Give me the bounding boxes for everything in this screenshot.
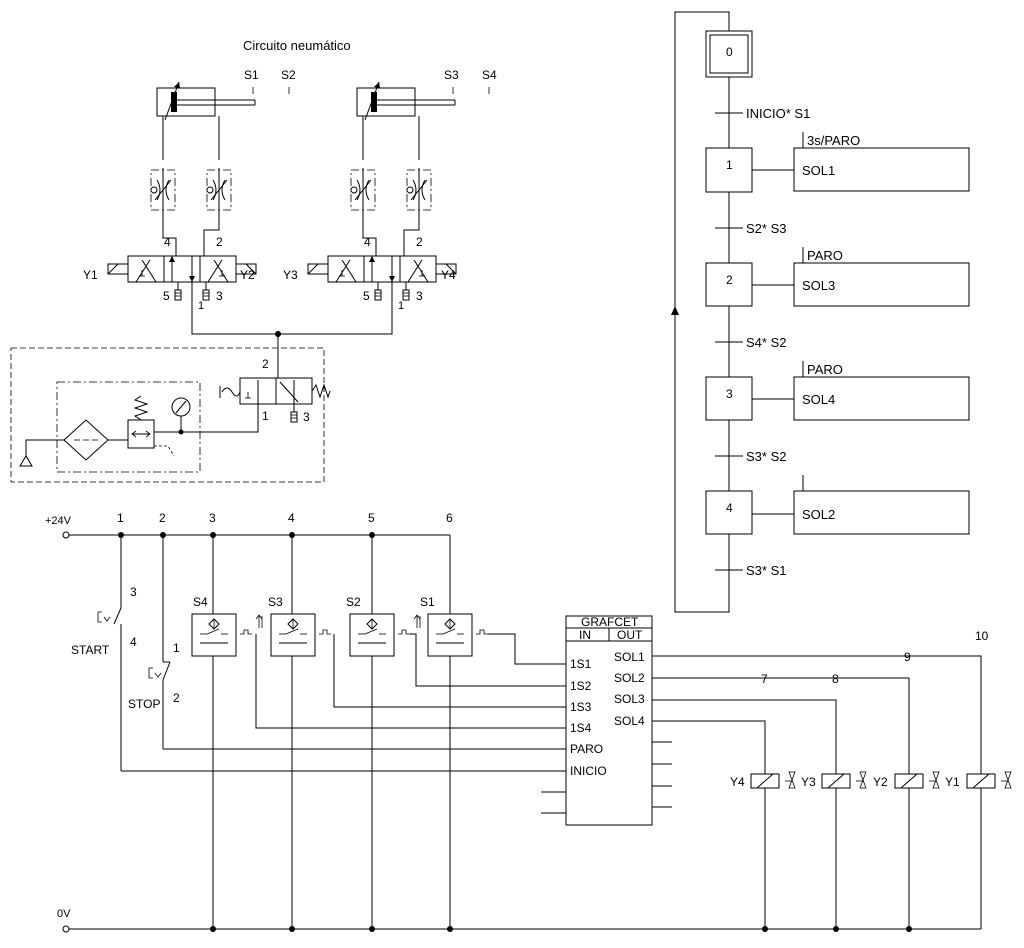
diagram-title: Circuito neumático [243, 38, 351, 53]
stop-contact-top: 1 [173, 641, 180, 655]
flow-control-valve-icon [406, 167, 432, 213]
plc-input: 1S3 [570, 700, 592, 714]
plc-input: 1S2 [570, 679, 592, 693]
node-label: 8 [832, 672, 839, 686]
coil-label: Y1 [945, 775, 960, 789]
node-label: 3 [209, 511, 216, 525]
port-label: 3 [216, 289, 223, 303]
grafcet-transition: S3* S2 [746, 449, 786, 464]
coil-label: Y3 [801, 775, 816, 789]
grafcet-action: SOL2 [802, 507, 835, 522]
coil-label: Y4 [730, 775, 745, 789]
plc-input: 1S1 [570, 657, 592, 671]
flow-control-valve-icon [350, 167, 376, 213]
node-label: 9 [904, 650, 911, 664]
sensor-tag: S3 [268, 595, 283, 609]
grafcet-step-number: 2 [726, 273, 733, 287]
grafcet-action: SOL3 [802, 278, 835, 293]
grafcet-step-number: 0 [726, 45, 733, 59]
port-label: 1 [198, 300, 204, 312]
plc-output: SOL1 [614, 650, 645, 664]
solenoid-coil-icon [894, 771, 940, 789]
port-label: 4 [364, 235, 371, 249]
port-label: 5 [163, 289, 170, 303]
sensor-label-s2: S2 [281, 68, 296, 82]
node-label: 7 [761, 672, 768, 686]
inductive-sensor-icon [427, 613, 489, 657]
grafcet-step-number: 1 [726, 158, 733, 172]
sensor-label-s1: S1 [244, 68, 259, 82]
port-label: 2 [216, 235, 223, 249]
node-label: 6 [446, 511, 453, 525]
sensor-label-s4: S4 [482, 68, 497, 82]
plc-output: SOL3 [614, 692, 645, 706]
plc-output: SOL4 [614, 714, 645, 728]
node-label: 4 [288, 511, 295, 525]
port-label: 3 [303, 410, 310, 424]
grafcet-step-number: 3 [726, 387, 733, 401]
plc-input: INICIO [570, 764, 607, 778]
node-label: 2 [159, 511, 166, 525]
node-label: 1 [117, 511, 124, 525]
plc-input: PARO [570, 742, 603, 756]
inductive-sensor-icon [191, 613, 253, 657]
sensor-label-s3: S3 [444, 68, 459, 82]
start-contact-bottom: 4 [130, 635, 137, 649]
solenoid-coil-icon [821, 771, 867, 789]
cylinder-a-icon [156, 81, 256, 149]
grafcet-step-number: 4 [726, 501, 733, 515]
cylinder-b-icon [356, 81, 456, 149]
valve-label-y2: Y2 [240, 268, 255, 282]
grafcet-action: SOL4 [802, 392, 835, 407]
solenoid-coil-icon [966, 771, 1012, 789]
directional-valve-icon [107, 255, 257, 283]
supply-positive: +24V [45, 515, 72, 527]
port-label: 1 [398, 300, 404, 312]
inductive-sensor-icon [270, 613, 332, 657]
grafcet-transition: INICIO* S1 [746, 106, 810, 121]
grafcet-transition: S4* S2 [746, 335, 786, 350]
node-label: 5 [368, 511, 375, 525]
plc-input: 1S4 [570, 721, 592, 735]
start-label: START [71, 643, 110, 657]
grafcet-qualifier: 3s/PARO [807, 133, 860, 148]
flow-control-valve-icon [206, 167, 232, 213]
start-contact-top: 3 [130, 585, 137, 599]
supply-negative: 0V [57, 908, 71, 920]
grafcet-transition: S2* S3 [746, 221, 786, 236]
plc-in-header: IN [579, 628, 591, 642]
solenoid-coil-icon [750, 771, 796, 789]
port-label: 4 [164, 235, 171, 249]
directional-valve-icon [307, 255, 457, 283]
valve-label-y3: Y3 [283, 268, 298, 282]
stop-contact-bottom: 2 [173, 691, 180, 705]
sensor-tag: S4 [193, 595, 208, 609]
inductive-sensor-icon [349, 613, 411, 657]
grafcet-action: SOL1 [802, 163, 835, 178]
port-label: 5 [363, 289, 370, 303]
port-label: 2 [262, 357, 269, 371]
grafcet-qualifier: PARO [807, 362, 843, 377]
sensor-tag: S1 [420, 595, 435, 609]
flow-control-valve-icon [150, 167, 176, 213]
plc-title: GRAFCET [581, 615, 639, 629]
port-label: 1 [262, 409, 269, 423]
plc-output: SOL2 [614, 671, 645, 685]
node-label: 10 [975, 629, 989, 643]
sensor-tag: S2 [346, 595, 361, 609]
grafcet-transition: S3* S1 [746, 563, 786, 578]
port-label: 3 [416, 289, 423, 303]
stop-label: STOP [128, 697, 160, 711]
grafcet-qualifier: PARO [807, 248, 843, 263]
coil-label: Y2 [873, 775, 888, 789]
port-label: 2 [416, 235, 423, 249]
plc-out-header: OUT [617, 628, 643, 642]
valve-label-y4: Y4 [441, 268, 456, 282]
valve-label-y1: Y1 [83, 268, 98, 282]
